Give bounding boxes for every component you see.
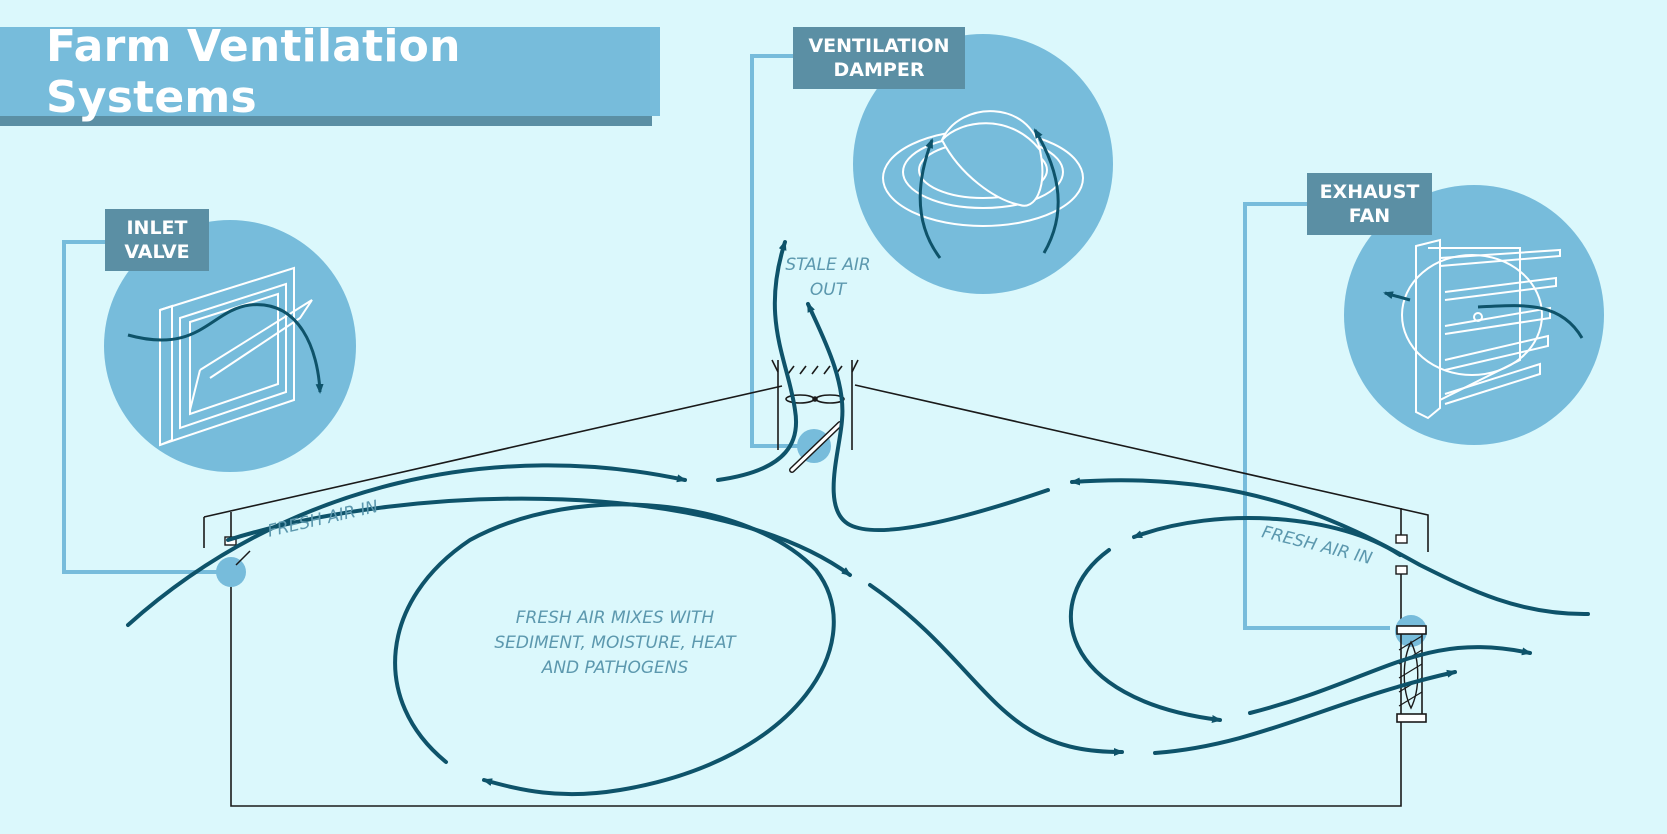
barn-floor (230, 574, 1402, 807)
roof-right (854, 384, 1429, 552)
exhaust-fan-label: EXHAUST FAN (1307, 173, 1432, 235)
ventilation-damper-label: VENTILATION DAMPER (793, 27, 965, 89)
exhaust-fan-wall (1395, 534, 1427, 723)
roof-damper-assembly (771, 359, 859, 450)
damper-leader-line (750, 54, 802, 448)
flow-fresh-in-main (226, 496, 852, 577)
exhaust-detail-arrow-out (1383, 291, 1411, 302)
flow-exhaust-mid (1248, 645, 1532, 715)
inlet-valve-label: INLET VALVE (105, 209, 209, 271)
damper-illustration (882, 110, 1084, 227)
callout-leaders (62, 54, 1390, 630)
inlet-detail-arrow (127, 303, 324, 394)
exhaust-detail-arrow-in (1477, 304, 1584, 339)
fresh-air-mixes-note: FRESH AIR MIXES WITH SEDIMENT, MOISTURE,… (494, 608, 736, 678)
exhaust-fan-illustration (1401, 238, 1561, 420)
flow-right-loop (1069, 548, 1222, 723)
flow-fresh-in-top (126, 463, 687, 627)
airflow-arrows (126, 240, 1590, 797)
stale-air-out-note: STALE AIR OUT (785, 255, 871, 300)
flow-exhaust-low (1153, 669, 1457, 755)
page-title: Farm Ventilation Systems (46, 20, 461, 123)
flow-mix-loop (393, 502, 836, 797)
exhaust-leader-line (1243, 202, 1390, 630)
flow-cross (868, 583, 1124, 756)
flow-stale-up (806, 302, 1050, 533)
title-banner: Farm Ventilation Systems (0, 21, 660, 123)
damper-detail-arrow-right (1033, 128, 1060, 254)
inlet-valve-wall (216, 536, 251, 587)
damper-detail-arrow-left (918, 138, 942, 259)
flow-roof-entry (716, 240, 799, 482)
flow-right-inner (1132, 515, 1402, 557)
roof-left (203, 385, 783, 548)
inlet-leader-line (62, 240, 228, 574)
inlet-valve-illustration (159, 266, 313, 447)
damper-flap-inner (790, 422, 842, 472)
